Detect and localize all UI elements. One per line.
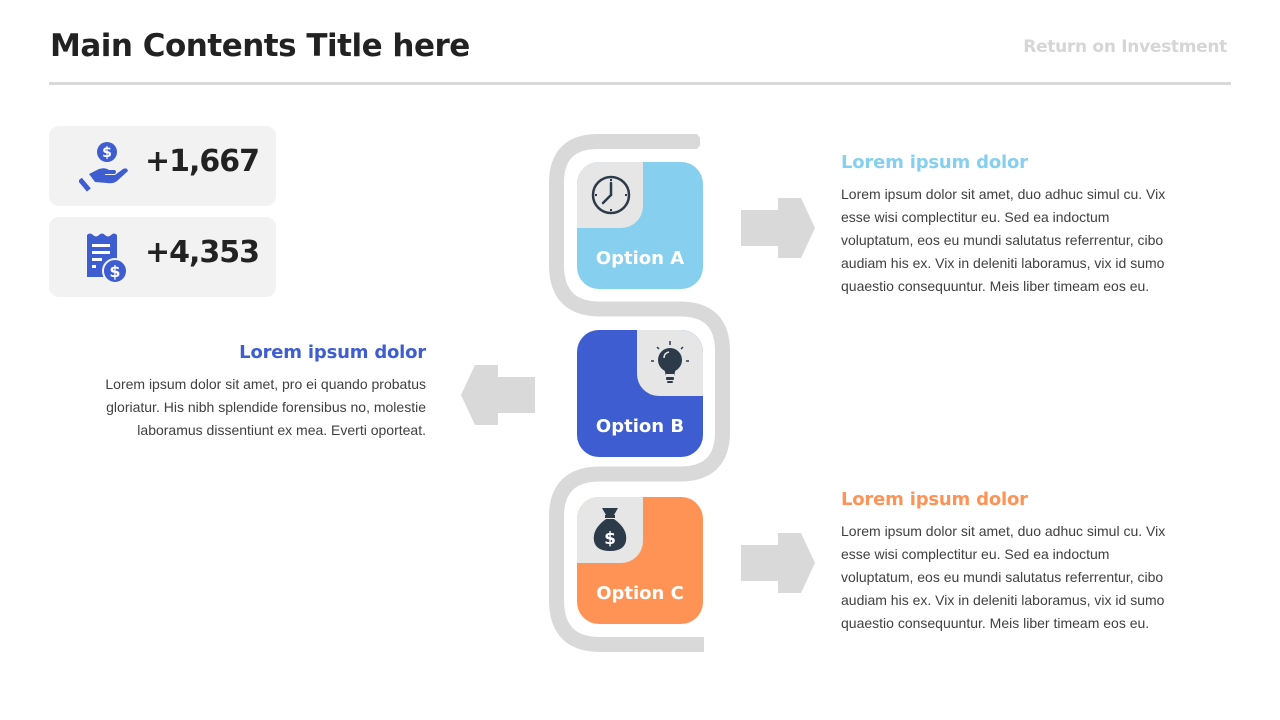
description-text: Lorem ipsum dolor sit amet, pro ei quand… (105, 376, 426, 438)
description-option-a: Lorem ipsum dolor Lorem ipsum dolor sit … (841, 152, 1201, 298)
description-heading: Lorem ipsum dolor (239, 342, 426, 363)
hand-dollar-icon: $ (79, 142, 128, 192)
stat-card-2: $ +4,353 (49, 217, 276, 297)
section-subtitle: Return on Investment (1023, 37, 1227, 57)
option-a-card[interactable]: Option A (577, 162, 703, 289)
arrow-left-icon (461, 365, 535, 425)
stat-value-1: +1,667 (145, 144, 260, 179)
stat-value-2: +4,353 (145, 235, 260, 270)
option-a-icon-tile (577, 162, 643, 228)
description-option-b: Lorem ipsum dolor Lorem ipsum dolor sit … (66, 342, 426, 442)
description-heading: Lorem ipsum dolor (841, 152, 1028, 173)
svg-text:$: $ (102, 145, 112, 161)
description-option-c: Lorem ipsum dolor Lorem ipsum dolor sit … (841, 489, 1201, 635)
arrow-right-icon (741, 198, 815, 258)
stat-card-1: $ +1,667 (49, 126, 276, 206)
receipt-dollar-icon: $ (87, 233, 128, 283)
option-c-label: Option C (596, 583, 684, 604)
money-bag-icon: $ (593, 508, 627, 551)
description-text: Lorem ipsum dolor sit amet, duo adhuc si… (841, 523, 1166, 631)
option-a-label: Option A (595, 248, 685, 269)
svg-text:$: $ (109, 262, 120, 281)
description-heading: Lorem ipsum dolor (841, 489, 1028, 510)
clock-icon (591, 175, 631, 215)
option-b-card[interactable]: Option B (577, 330, 703, 457)
header-divider (49, 82, 1231, 85)
option-b-icon-tile (637, 330, 703, 396)
lightbulb-icon (651, 341, 689, 383)
option-c-icon-tile: $ (577, 497, 643, 563)
svg-text:$: $ (604, 529, 616, 549)
page-title: Main Contents Title here (50, 28, 470, 64)
arrow-right-icon (741, 533, 815, 593)
description-text: Lorem ipsum dolor sit amet, duo adhuc si… (841, 186, 1166, 294)
option-c-card[interactable]: $ Option C (577, 497, 703, 624)
option-b-label: Option B (595, 416, 685, 437)
